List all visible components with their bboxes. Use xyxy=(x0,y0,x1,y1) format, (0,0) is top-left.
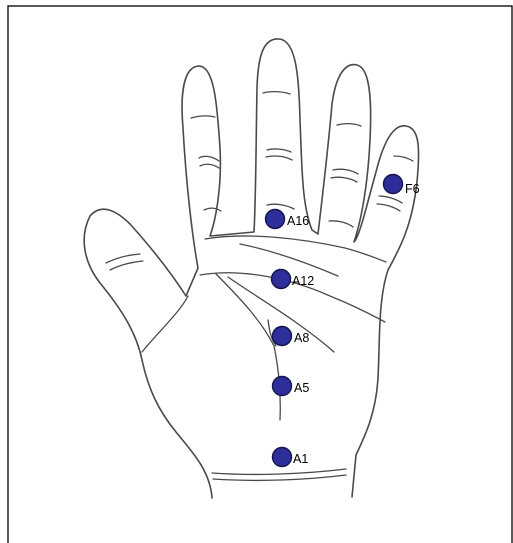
acupoint-marker xyxy=(273,327,292,346)
acupoint-label: A12 xyxy=(292,274,314,288)
acupoint-marker xyxy=(273,377,292,396)
acupoint-marker xyxy=(273,448,292,467)
acupoint-label: A16 xyxy=(287,214,309,228)
acupoint-marker xyxy=(384,175,403,194)
acupoint-label: A5 xyxy=(294,381,309,395)
acupoint-label: A8 xyxy=(294,331,309,345)
acupoint-marker xyxy=(266,210,285,229)
acupoint-label: F6 xyxy=(405,182,420,196)
diagram-frame xyxy=(8,6,512,543)
acupoint-label: A1 xyxy=(293,452,308,466)
acupoint-marker xyxy=(272,270,291,289)
